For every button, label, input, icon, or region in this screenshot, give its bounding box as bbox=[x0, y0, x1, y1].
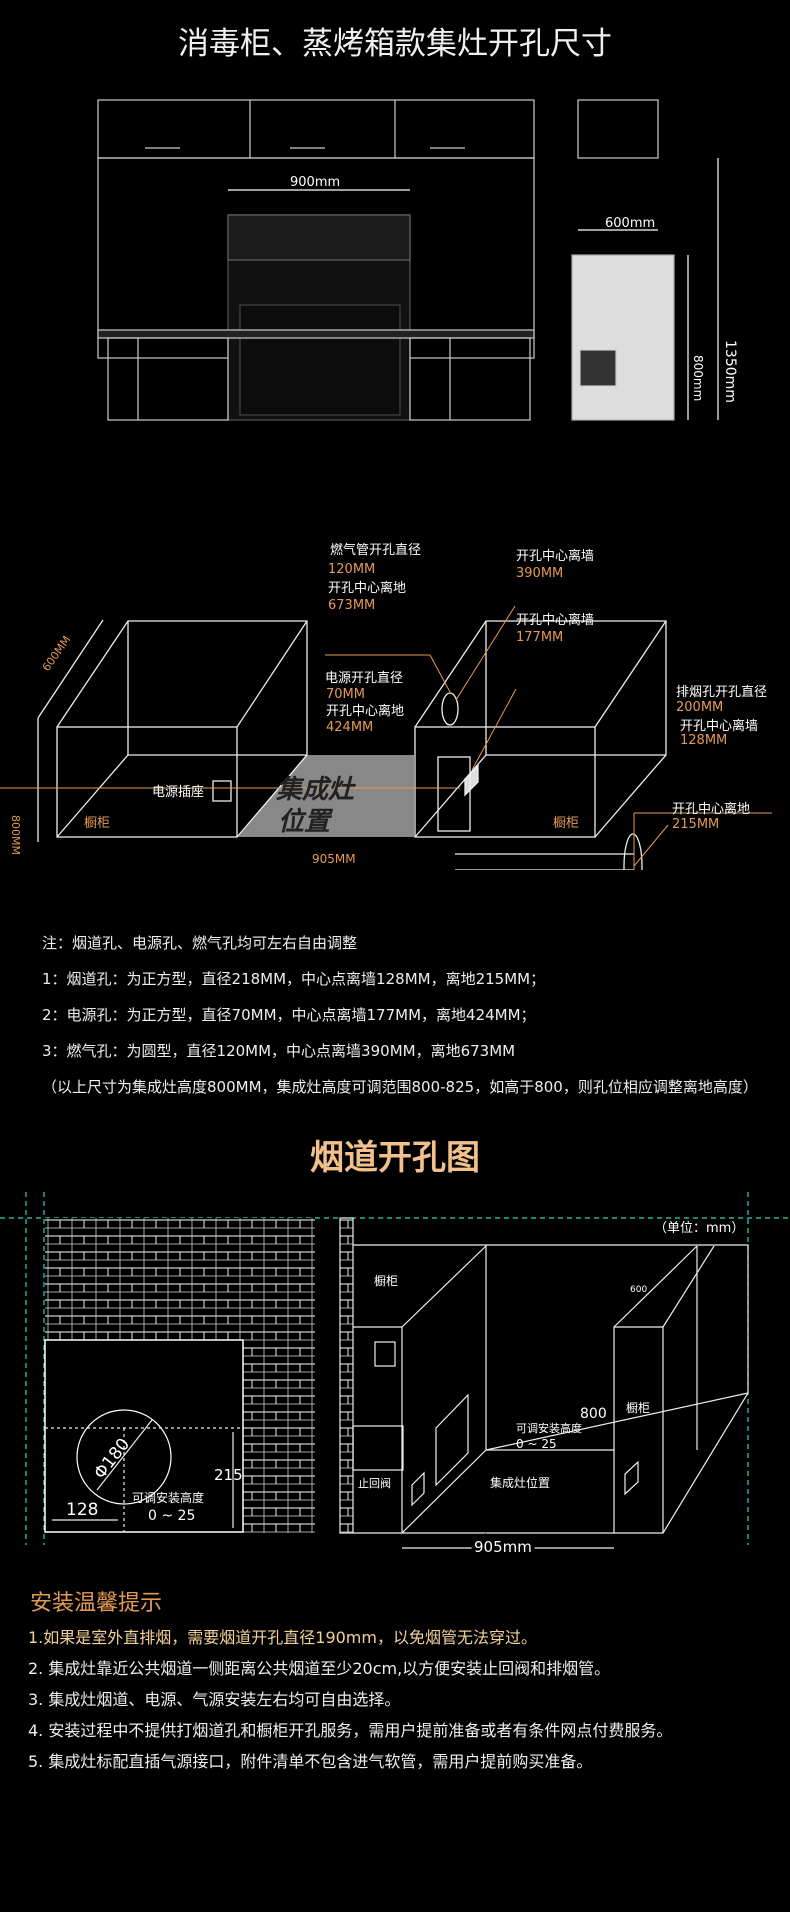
note-line: 3：燃气孔：为圆型，直径120MM，中心点离墙390MM，离地673MM bbox=[42, 1042, 516, 1060]
gas-floor-value: 673MM bbox=[328, 598, 375, 613]
stove-position-floor bbox=[238, 755, 414, 837]
note-line: （以上尺寸为集成灶高度800MM，集成灶高度可调范围800-825，如高于800… bbox=[42, 1078, 758, 1096]
section-title: 烟道开孔图 bbox=[310, 1138, 480, 1178]
power-floor-value: 424MM bbox=[326, 720, 373, 735]
flue-diameter-value: 200MM bbox=[676, 700, 723, 715]
hole-position-diagram: 600MM 800MM 905MM 燃气管开孔直径 120MM 开孔中心离地 6… bbox=[0, 542, 772, 870]
depth-label: 600mm bbox=[605, 216, 655, 231]
flue-diameter-label: 排烟孔开孔直径 bbox=[676, 685, 767, 700]
tip-item: 5. 集成灶标配直插气源接口，附件清单不包含进气软管，需用户提前购买准备。 bbox=[28, 1752, 593, 1771]
tip-item: 2. 集成灶靠近公共烟道一侧距离公共烟道至少20cm,以方便安装止回阀和排烟管。 bbox=[28, 1659, 611, 1678]
kitchen-elevation-diagram: 900mm 600mm 1350mm 800mm bbox=[97, 99, 738, 421]
adjust-height-label-2: 可调安装高度 bbox=[516, 1421, 582, 1435]
flue-wall-value: 128MM bbox=[680, 733, 727, 748]
stove-label-2: 位置 bbox=[278, 807, 334, 837]
gas-diameter-value: 120MM bbox=[328, 562, 375, 577]
power-wall-value: 177MM bbox=[516, 630, 563, 645]
upper-cabinets bbox=[97, 99, 535, 159]
check-valve-label: 止回阀 bbox=[358, 1476, 391, 1490]
power-diameter-value: 70MM bbox=[326, 687, 365, 702]
height-total-label: 1350mm bbox=[722, 340, 738, 403]
width-label: 900mm bbox=[290, 175, 340, 190]
stove-position-label: 集成灶位置 bbox=[490, 1475, 550, 1490]
gas-floor-label: 开孔中心离地 bbox=[328, 580, 406, 596]
adjust-range-label: 0 ~ 25 bbox=[148, 1508, 195, 1524]
cabinet-right-label: 橱柜 bbox=[553, 816, 579, 831]
flue-floor-label: 开孔中心离地 bbox=[672, 801, 750, 817]
note-line: 注：烟道孔、电源孔、燃气孔均可左右自由调整 bbox=[42, 934, 358, 952]
height-counter-label: 800mm bbox=[691, 355, 705, 401]
gas-diameter-label: 燃气管开孔直径 bbox=[330, 542, 421, 558]
cabinet-right-label: 橱柜 bbox=[626, 1401, 650, 1415]
flue-wall-label: 开孔中心离墙 bbox=[680, 718, 758, 734]
power-socket-icon bbox=[212, 780, 232, 802]
tip-item: 1.如果是室外直排烟，需要烟道开孔直径190mm，以免烟管无法穿过。 bbox=[28, 1628, 537, 1647]
socket-label: 电源插座 bbox=[152, 785, 204, 800]
adjust-range-label-2: 0 ~ 25 bbox=[516, 1437, 557, 1451]
depth-label: 600MM bbox=[40, 634, 74, 674]
stove-label-1: 集成灶 bbox=[275, 775, 357, 805]
width-label: 905MM bbox=[312, 852, 356, 866]
tips-heading: 安装温馨提示 bbox=[30, 1591, 163, 1616]
width-label: 905mm bbox=[474, 1538, 532, 1556]
tip-item: 4. 安装过程中不提供打烟道孔和橱柜开孔服务，需用户提前准备或者有条件网点付费服… bbox=[28, 1721, 673, 1740]
note-line: 1：烟道孔：为正方型，直径218MM，中心点离墙128MM，离地215MM； bbox=[42, 970, 546, 988]
tip-item: 3. 集成灶烟道、电源、气源安装左右均可自由选择。 bbox=[28, 1690, 401, 1709]
tips-list: 1.如果是室外直排烟，需要烟道开孔直径190mm，以免烟管无法穿过。 2. 集成… bbox=[28, 1622, 672, 1777]
power-diameter-label: 电源开孔直径 bbox=[325, 671, 403, 686]
power-hole bbox=[464, 764, 479, 797]
power-floor-label: 开孔中心离地 bbox=[326, 703, 404, 719]
flue-floor-value: 215MM bbox=[672, 817, 719, 832]
flue-hole-diagram: Φ180 128 215 可调安装高度 0 ~ 25 （单位：mm） 橱柜 橱柜… bbox=[0, 1192, 790, 1560]
cabinet-left-label: 橱柜 bbox=[84, 816, 110, 831]
page-title: 消毒柜、蒸烤箱款集灶开孔尺寸 bbox=[178, 26, 612, 62]
notes: 注：烟道孔、电源孔、燃气孔均可左右自由调整 1：烟道孔：为正方型，直径218MM… bbox=[42, 925, 762, 1102]
depth-label: 600 bbox=[630, 1285, 647, 1295]
gas-wall-value: 390MM bbox=[516, 566, 563, 581]
flue-hole bbox=[76, 1409, 172, 1505]
note-line: 2：电源孔：为正方型，直径70MM，中心点离墙177MM，离地424MM； bbox=[42, 1006, 536, 1024]
adjust-height-label: 可调安装高度 bbox=[132, 1490, 204, 1505]
cabinet-top-label: 橱柜 bbox=[374, 1274, 398, 1288]
unit-label: （单位：mm） bbox=[654, 1221, 744, 1236]
offset-y-label: 215 bbox=[214, 1466, 243, 1484]
height-label: 800MM bbox=[9, 815, 22, 855]
gas-hole bbox=[441, 692, 459, 726]
height-label: 800 bbox=[580, 1406, 607, 1422]
offset-x-label: 128 bbox=[66, 1500, 98, 1520]
gas-wall-label: 开孔中心离墙 bbox=[516, 548, 594, 564]
flue-hole bbox=[623, 833, 643, 870]
power-wall-label: 开孔中心离墙 bbox=[516, 612, 594, 628]
